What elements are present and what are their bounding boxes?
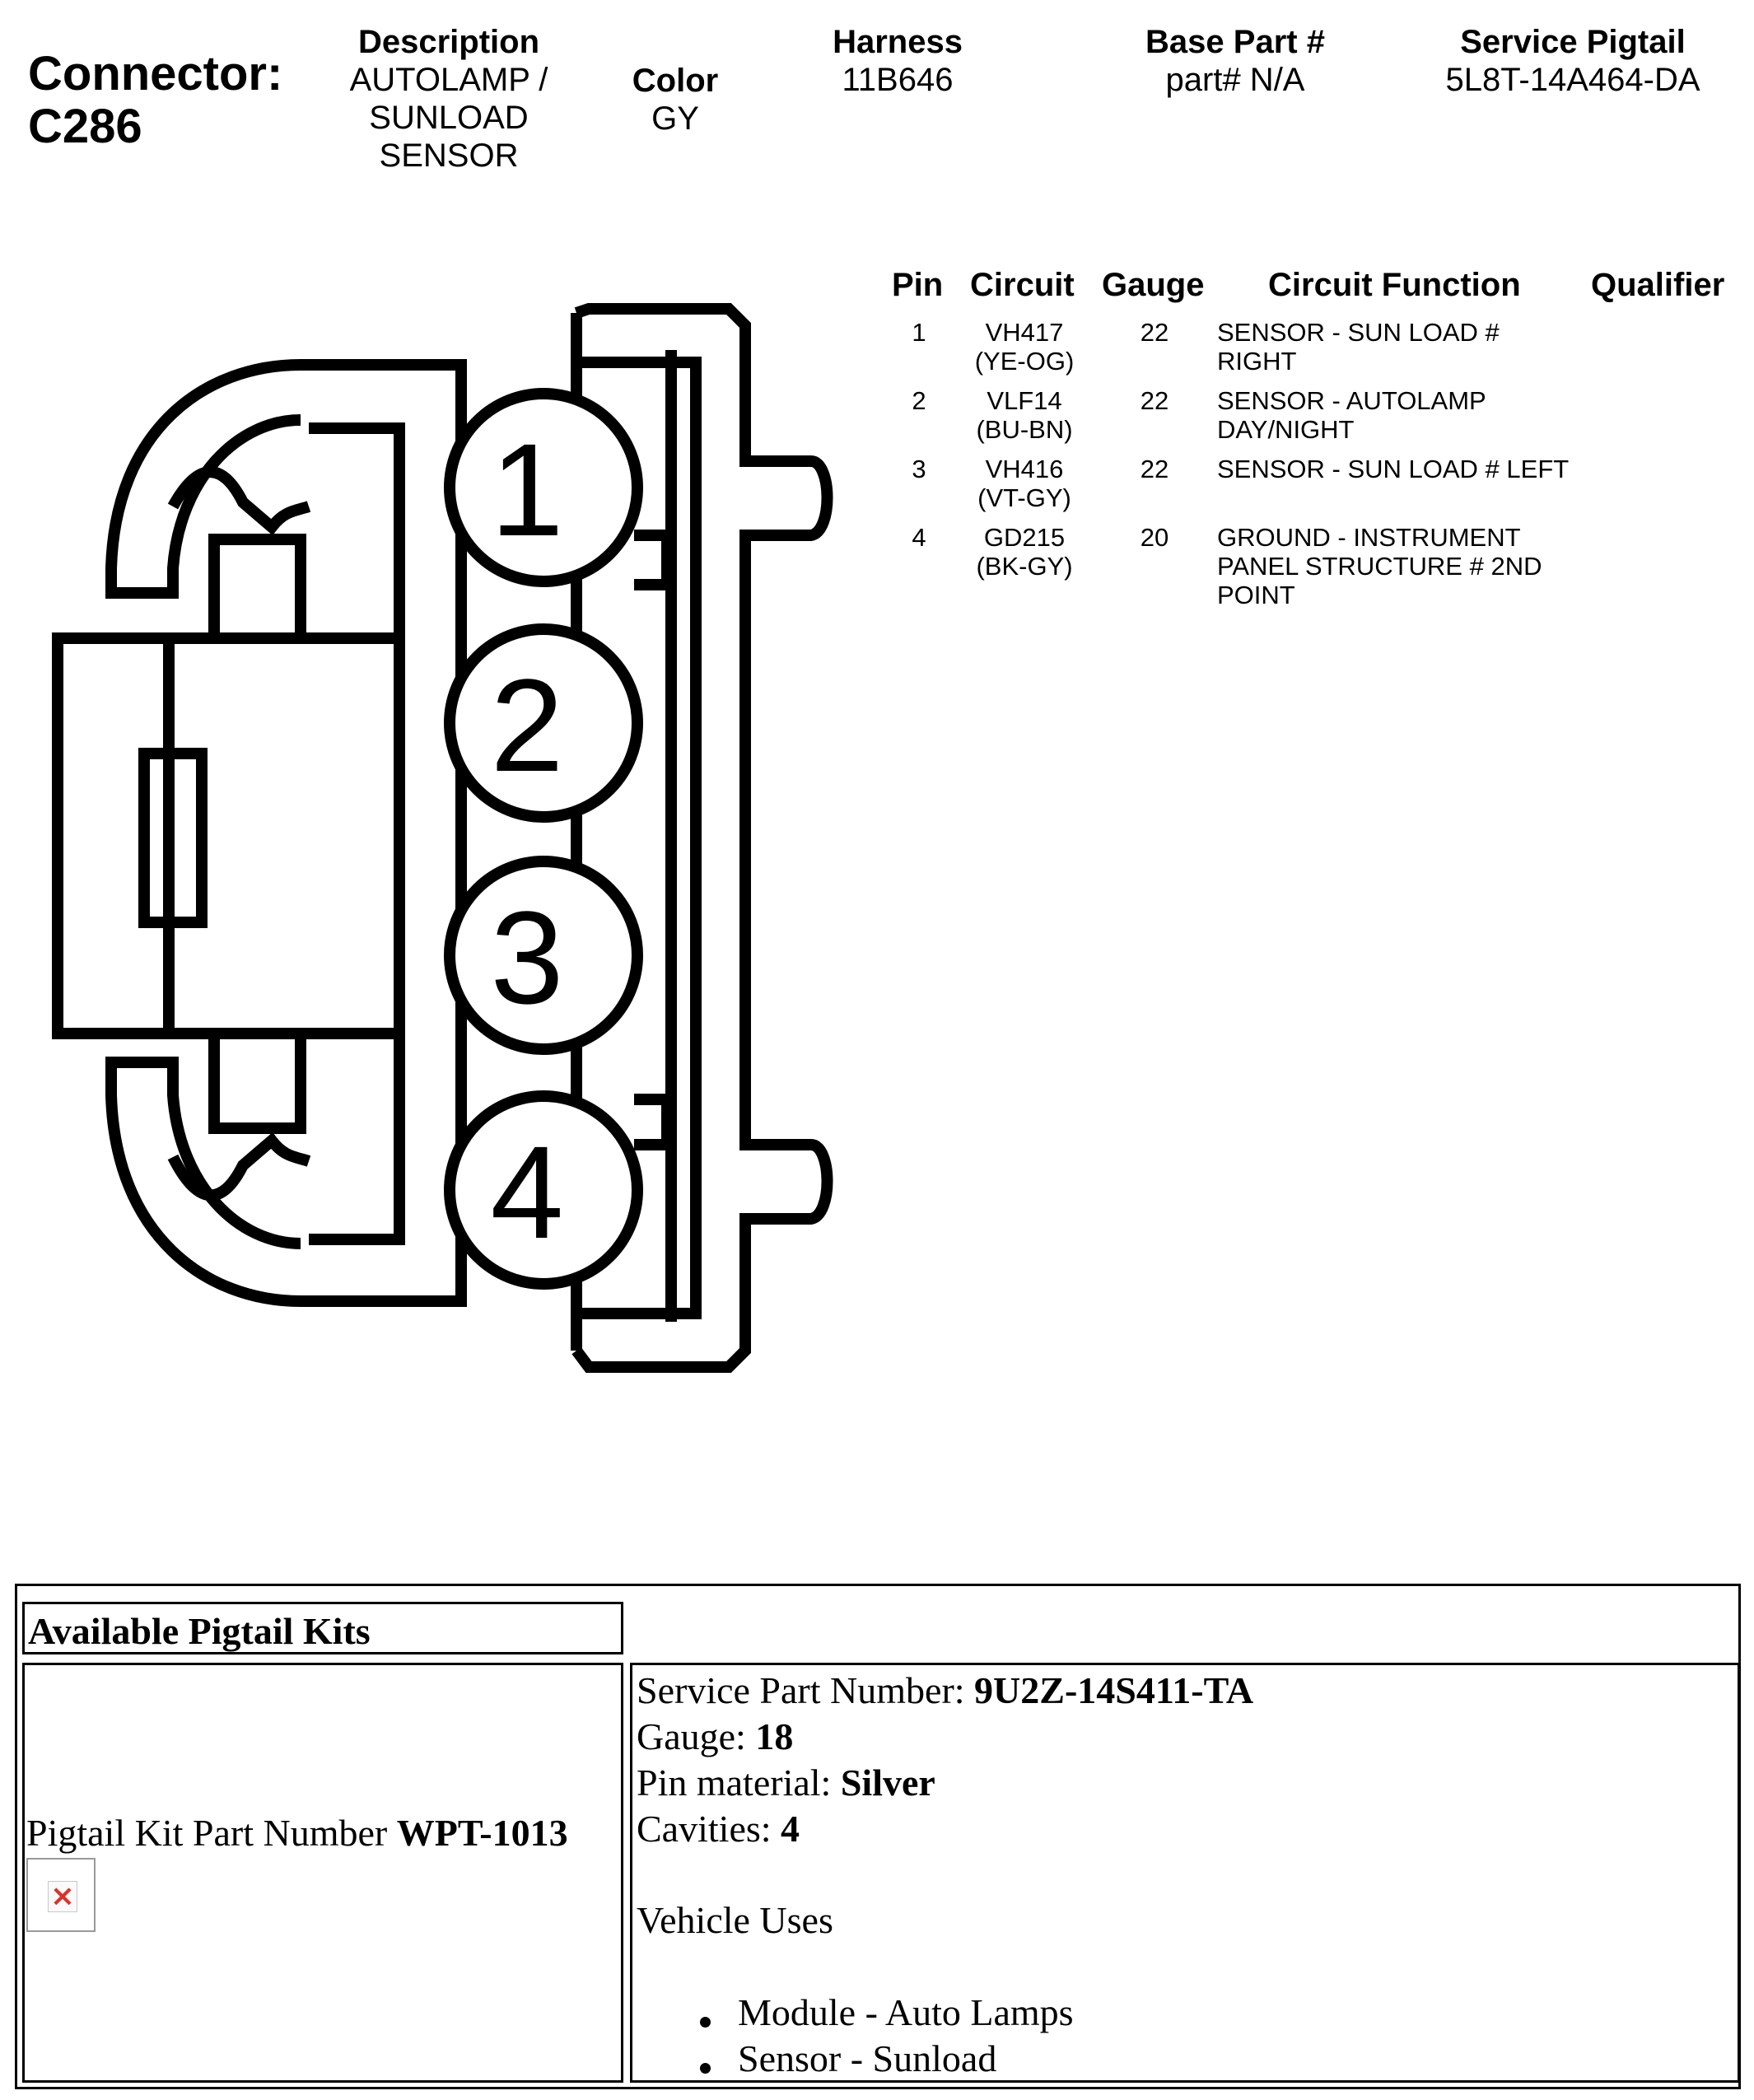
lower-rib xyxy=(309,1034,405,1245)
gauge-value: 22 xyxy=(1140,318,1169,347)
gauge-line: Gauge: 18 xyxy=(637,1715,794,1757)
pin-number: 1 xyxy=(912,318,926,347)
circuit-id: VH417 (YE-OG) xyxy=(974,318,1075,376)
circuit-function: GROUND - INSTRUMENT PANEL STRUCTURE # 2N… xyxy=(1217,523,1542,609)
pin-material-value: Silver xyxy=(840,1762,935,1804)
base-part-label: Base Part # xyxy=(1145,24,1325,60)
cavity-2 xyxy=(444,623,643,823)
harness-column: Harness 11B646 xyxy=(791,23,1005,99)
service-pigtail-value: 5L8T-14A464-DA xyxy=(1445,62,1700,98)
color-column: Color GY xyxy=(601,62,749,138)
list-item: Module - Auto Lamps xyxy=(738,1991,1074,2033)
cavity-4 xyxy=(444,1090,643,1290)
circuit-id: VH416 (VT-GY) xyxy=(977,455,1071,512)
pigtail-kit-part-number: Pigtail Kit Part Number WPT-1013 xyxy=(26,1812,568,1854)
upper-key-block xyxy=(208,534,306,638)
circuit-function: SENSOR - AUTOLAMP DAY/NIGHT xyxy=(1217,386,1486,444)
connector-face-diagram: 1 2 3 4 xyxy=(52,303,833,1373)
connector-title: Connector: C286 xyxy=(28,48,282,153)
lower-spring-arm xyxy=(167,1132,311,1202)
cavity-3 xyxy=(444,856,643,1055)
gauge-value: 22 xyxy=(1140,386,1169,415)
harness-label: Harness xyxy=(833,24,963,60)
bullet-icon xyxy=(700,2017,711,2028)
qualifier-header: Qualifier xyxy=(1591,267,1725,303)
base-part-column: Base Part # part# N/A xyxy=(1103,23,1367,99)
pigtail-kits-heading: Available Pigtail Kits xyxy=(22,1602,623,1654)
circuit-header: Circuit xyxy=(970,267,1075,303)
service-pigtail-label: Service Pigtail xyxy=(1460,24,1686,60)
description-value: AUTOLAMP / SUNLOAD SENSOR xyxy=(349,62,548,174)
description-label: Description xyxy=(357,24,540,60)
list-item: Sensor - Sunload xyxy=(738,2037,997,2079)
lower-key-block xyxy=(208,1034,306,1134)
circuit-id: GD215 (BK-GY) xyxy=(976,523,1073,581)
gauge-value: 22 xyxy=(1140,455,1169,483)
pigtail-details-cell xyxy=(630,1663,1740,2083)
pin-number: 2 xyxy=(912,386,926,415)
cavity-label-4: 4 xyxy=(491,1118,564,1266)
housing-left-rail xyxy=(52,638,175,1034)
pin-number: 3 xyxy=(912,455,926,483)
cavity-1 xyxy=(444,388,643,587)
broken-image-icon: × xyxy=(48,1881,77,1912)
kit-number: WPT-1013 xyxy=(396,1812,568,1854)
gauge-value: 20 xyxy=(1140,523,1169,552)
pigtail-kit-cell xyxy=(22,1663,623,2083)
circuit-function: SENSOR - SUN LOAD # LEFT xyxy=(1217,455,1570,483)
vehicle-uses-label: Vehicle Uses xyxy=(637,1899,833,1941)
harness-value: 11B646 xyxy=(842,62,954,98)
bullet-icon xyxy=(700,2063,711,2074)
service-part-line: Service Part Number: 9U2Z-14S411-TA xyxy=(637,1669,1254,1711)
pin-4-retainer xyxy=(634,1094,673,1150)
circuit-id: VLF14 (BU-BN) xyxy=(976,386,1073,444)
housing-right-inner xyxy=(576,357,702,1319)
connector-label: Connector: xyxy=(28,47,283,100)
gauge-detail-value: 18 xyxy=(755,1715,794,1757)
housing-bottom-outline xyxy=(105,359,467,1307)
cavities-line: Cavities: 4 xyxy=(637,1808,800,1850)
circuit-function: SENSOR - SUN LOAD # RIGHT xyxy=(1217,318,1500,376)
service-pigtail-column: Service Pigtail 5L8T-14A464-DA xyxy=(1400,23,1746,99)
locking-latch xyxy=(138,748,208,928)
pin-material-line: Pin material: Silver xyxy=(637,1762,935,1804)
cavity-label-3: 3 xyxy=(491,884,564,1031)
connector-id: C286 xyxy=(28,100,142,153)
kit-image: × xyxy=(26,1858,96,1932)
housing-top-outline xyxy=(105,359,301,599)
base-part-value: part# N/A xyxy=(1165,62,1305,98)
pin-1-retainer xyxy=(634,530,673,590)
housing-left-block xyxy=(52,632,405,1039)
housing-right-frame xyxy=(571,303,833,1373)
upper-rib xyxy=(309,422,405,638)
color-label: Color xyxy=(632,63,719,99)
service-part-value: 9U2Z-14S411-TA xyxy=(974,1669,1254,1711)
upper-spring-arm xyxy=(167,466,311,536)
cavity-label-2: 2 xyxy=(491,651,564,799)
pin-header: Pin xyxy=(892,267,944,303)
color-value: GY xyxy=(651,100,699,137)
gauge-header: Gauge xyxy=(1102,267,1205,303)
cavity-label-1: 1 xyxy=(491,416,564,563)
description-column: Description AUTOLAMP / SUNLOAD SENSOR xyxy=(329,23,568,175)
cavities-value: 4 xyxy=(781,1808,800,1850)
circuit-function-header: Circuit Function xyxy=(1268,267,1521,303)
pin-number: 4 xyxy=(912,523,926,552)
